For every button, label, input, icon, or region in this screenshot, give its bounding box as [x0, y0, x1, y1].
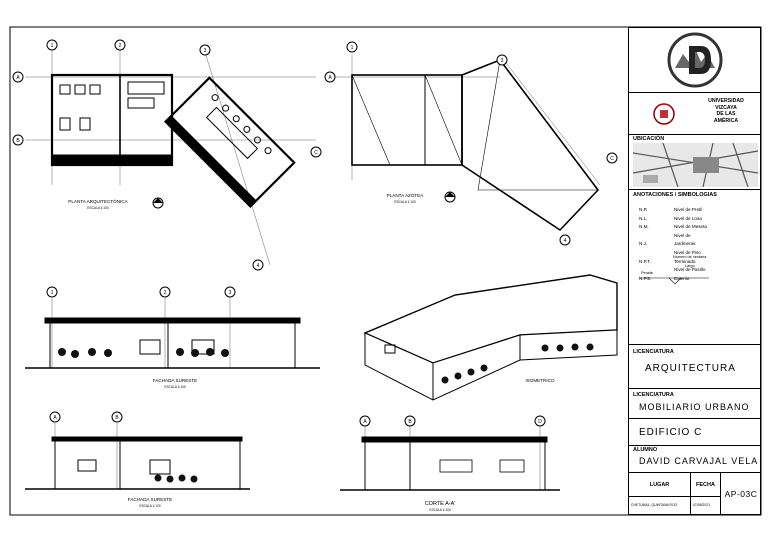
isometric-view — [363, 274, 618, 401]
location-map-icon — [633, 143, 758, 187]
location-cell: UBICACIÓN — [629, 135, 760, 190]
iso-plants — [441, 343, 594, 384]
legend-row: N.P.T.Nivel de Piso Terminado — [639, 249, 701, 264]
svg-text:A: A — [16, 75, 20, 81]
svg-text:A: A — [363, 419, 367, 425]
svg-text:2: 2 — [119, 43, 122, 49]
svg-text:D: D — [538, 419, 542, 425]
student-label: ALUMNO — [633, 447, 658, 453]
facade2-bubbles: A B — [49, 411, 123, 423]
svg-text:1: 1 — [51, 290, 54, 296]
university-line-1: UNIVERSIDAD — [708, 98, 744, 104]
annotations-cell: ANOTACIONES / SIMBOLOGIAS N.P.Nivel de P… — [629, 190, 760, 345]
date-label: FECHA — [691, 473, 720, 497]
date-cell: FECHA 07/05/2021 — [691, 473, 721, 515]
subject-cell: LICENCIATURA MOBILIARIO URBANO — [629, 389, 760, 419]
north-arrow-icon — [152, 191, 456, 209]
building-cell: EDIFICIO C — [629, 419, 760, 446]
section-title: CORTE A-A' — [425, 501, 456, 507]
subject-value: MOBILIARIO URBANO — [639, 402, 750, 412]
legend-row: N.L.Nivel de Losa — [639, 215, 702, 221]
floor-plan-bubbles: 1 2 3 A B C 4 — [12, 39, 322, 271]
facade1-scale: ESCALA 1:100 — [164, 385, 185, 389]
svg-text:C: C — [610, 156, 614, 162]
svg-text:4: 4 — [564, 238, 567, 244]
svg-text:A: A — [53, 415, 57, 421]
sheet-number: AP-03C — [724, 489, 758, 499]
section-a-a — [340, 425, 560, 491]
logo-cell — [629, 28, 760, 93]
svg-text:1: 1 — [351, 45, 354, 51]
legend-row: N.M.Nivel de Meseta — [639, 224, 707, 230]
university-cell: UNIVERSIDAD VIZCAYA DE LAS AMÉRICA — [629, 93, 760, 135]
facade1-bubbles: 1 2 3 — [46, 286, 236, 298]
facade1-plants — [58, 348, 229, 358]
svg-text:3: 3 — [229, 290, 232, 296]
degree-cell: LICENCIATURA ARQUITECTURA — [629, 345, 760, 389]
svg-text:4: 4 — [257, 263, 260, 269]
uva-logo-icon — [667, 32, 723, 88]
building-value: EDIFICIO C — [639, 427, 703, 438]
roof-plan-bubbles: 1 A 3 C 4 — [324, 41, 618, 246]
window-length-label: Largo — [685, 264, 695, 268]
degree-value: ARQUITECTURA — [645, 363, 736, 374]
svg-text:2: 2 — [164, 290, 167, 296]
window-symbol-icon — [639, 277, 709, 285]
degree-label: LICENCIATURA — [633, 349, 674, 355]
svg-text:B: B — [115, 415, 119, 421]
svg-text:1: 1 — [51, 43, 54, 49]
facade2-plants — [154, 474, 198, 483]
svg-text:B: B — [408, 419, 412, 425]
svg-text:3: 3 — [501, 58, 504, 64]
svg-text:C: C — [314, 150, 318, 156]
svg-text:3: 3 — [204, 48, 207, 54]
place-value: CHETUMAL, QUINTANA ROO — [631, 503, 678, 507]
student-value: DAVID CARVAJAL VELA — [639, 456, 759, 466]
plan-scale: ESCALA 1:100 — [87, 206, 108, 210]
university-line-2: VIZCAYA — [715, 104, 737, 111]
facade-southeast-elevation — [25, 298, 320, 369]
section-bubbles: A B D — [359, 415, 546, 427]
university-seal-icon — [653, 103, 675, 125]
legend-row: N.J.Nivel de Jardineras — [639, 232, 696, 247]
section-scale: ESCALA 1:100 — [429, 508, 450, 512]
location-label: UBICACIÓN — [633, 136, 665, 142]
window-sill-label: Peralte — [641, 271, 654, 275]
date-value: 07/05/2021 — [693, 503, 710, 507]
place-label: LUGAR — [629, 473, 690, 497]
facade2-title: FACHADA SURESTE — [128, 497, 172, 502]
facade1-title: FACHADA SURESTE — [153, 378, 197, 383]
roof-scale: ESCALA 1:100 — [394, 200, 415, 204]
roof-plan — [330, 54, 601, 232]
floor-plan — [25, 48, 316, 266]
svg-text:A: A — [328, 75, 332, 81]
university-line-3: DE LAS — [716, 111, 736, 118]
iso-title: ISOMETRICO — [525, 378, 555, 383]
window-number-label: Número de ventana — [673, 255, 707, 259]
title-block: UNIVERSIDAD VIZCAYA DE LAS AMÉRICA UBICA… — [628, 27, 761, 515]
roof-title: PLANTA AZOTEA — [387, 193, 425, 198]
legend-row: N.P.Nivel de Pretil — [639, 207, 703, 212]
facade2-scale: ESCALA 1:100 — [139, 504, 160, 508]
annotations-label: ANOTACIONES / SIMBOLOGIAS — [633, 192, 717, 198]
university-line-4: AMÉRICA — [713, 117, 739, 124]
student-cell: ALUMNO DAVID CARVAJAL VELA — [629, 446, 760, 473]
place-cell: LUGAR CHETUMAL, QUINTANA ROO — [629, 473, 691, 515]
svg-text:B: B — [16, 138, 20, 144]
subject-label: LICENCIATURA — [633, 392, 674, 398]
facade-southeast-elevation-2 — [25, 423, 250, 490]
plan-title: PLANTA ARQUITECTÓNICA — [68, 198, 128, 204]
